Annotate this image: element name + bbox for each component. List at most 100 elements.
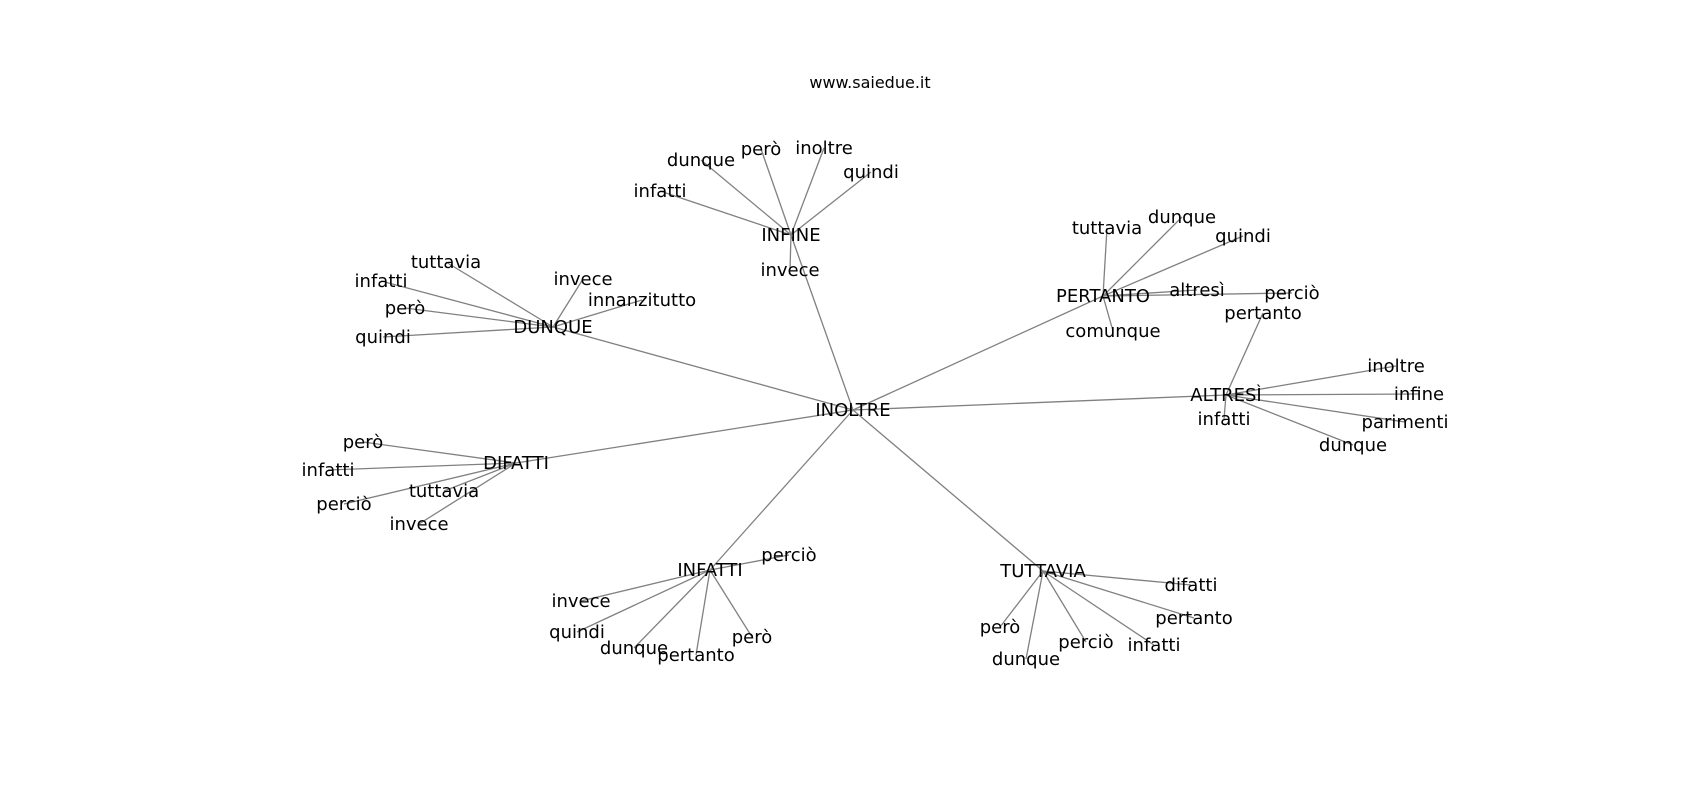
node-alt-inoltre: inoltre [1367,356,1425,377]
node-dif-percio: perciò [316,494,371,515]
node-per-tuttavia: tuttavia [1072,218,1142,239]
edge-infine_h-inf_infatti [659,190,792,236]
node-dif-pero: però [343,432,384,453]
edge-dunque_h-dun_pero [404,307,554,328]
edge-pertanto_h-per_percio [1102,292,1293,297]
node-tuttavia-h: TUTTAVIA [999,561,1086,582]
node-dif-infatti: infatti [302,460,355,481]
node-per-percio: perciò [1264,283,1319,304]
edge-infatti_h-ift_quindi [576,569,711,633]
edge-difatti_h-dif_pero [362,441,517,464]
node-per-quindi: quindi [1215,226,1271,247]
edge-infatti_h-ift_pertanto [695,569,711,656]
node-dun-invece: invece [553,269,612,290]
node-inf-dunque: dunque [667,150,735,171]
node-inoltre-c: INOLTRE [815,400,890,421]
edge-altresi_h-alt_parimenti [1225,394,1406,423]
node-ift-percio: perciò [761,545,816,566]
edge-tuttavia_h-tut_infatti [1042,570,1155,646]
edge-tuttavia_h-tut_pertanto [1042,570,1195,619]
edge-pertanto_h-per_comunque [1102,295,1114,332]
edge-difatti_h-dif_infatti [327,462,517,471]
node-pertanto-h: PERTANTO [1056,286,1150,307]
node-alt-parimenti: parimenti [1362,412,1449,433]
node-per-altresi: altresì [1169,280,1225,301]
node-ift-pertanto: pertanto [657,645,734,666]
node-tut-dunque: dunque [992,649,1060,670]
edge-pertanto_h-per_quindi [1102,235,1244,297]
node-alt-infine: infine [1394,384,1444,405]
edge-infatti_h-ift_pero [709,569,753,638]
edge-dunque_h-dun_invece [552,278,584,328]
edge-dunque_h-dun_innanzitutto [552,299,643,328]
edge-inoltre_c-altresi_h [852,394,1227,411]
edge-difatti_h-dif_percio [343,462,517,505]
edge-pertanto_h-per_tuttavia [1102,227,1108,297]
node-dun-quindi: quindi [355,327,411,348]
node-tut-infatti: infatti [1128,635,1181,656]
edge-tuttavia_h-tut_pero [999,570,1044,628]
node-tut-difatti: difatti [1165,575,1218,596]
edge-difatti_h-dif_invece [418,462,517,525]
edge-inoltre_c-difatti_h [515,409,854,464]
node-dif-invece: invece [389,514,448,535]
node-alt-pertanto: pertanto [1224,303,1301,324]
edge-inoltre_c-dunque_h [552,326,854,411]
edge-tuttavia_h-tut_dunque [1025,570,1044,660]
edge-infatti_h-ift_percio [709,554,790,571]
edge-altresi_h-alt_pertanto [1225,312,1264,396]
edge-dunque_h-dun_tuttavia [445,261,554,328]
node-dun-innanzitutto: innanzitutto [588,290,696,311]
node-infatti-h: INFATTI [677,560,742,581]
node-inf-inoltre: inoltre [795,138,853,159]
edge-altresi_h-alt_infine [1225,393,1420,396]
edge-infine_h-inf_invece [789,234,792,271]
edge-infine_h-inf_quindi [790,171,872,236]
node-ift-quindi: quindi [549,622,605,643]
node-ift-invece: invece [551,591,610,612]
edge-pertanto_h-per_dunque [1102,216,1183,297]
edges-layer [327,147,1420,660]
node-inf-invece: invece [760,260,819,281]
edge-inoltre_c-pertanto_h [852,295,1104,411]
node-alt-dunque: dunque [1319,435,1387,456]
edge-infine_h-inf_inoltre [790,147,825,236]
edge-infine_h-inf_dunque [700,159,792,236]
edge-infine_h-inf_pero [760,148,792,236]
node-ift-pero: però [732,627,773,648]
node-inf-pero: però [741,139,782,160]
node-dun-infatti: infatti [355,271,408,292]
edge-difatti_h-dif_tuttavia [443,462,517,492]
edge-infatti_h-ift_invece [580,569,711,602]
edge-dunque_h-dun_quindi [382,326,554,338]
node-tut-pero: però [980,617,1021,638]
node-difatti-h: DIFATTI [483,453,549,474]
nodes-layer: INOLTREDUNQUEINFINEPERTANTOALTRESÌDIFATT… [302,138,1449,670]
edge-altresi_h-alt_inoltre [1225,365,1397,396]
node-inf-infatti: infatti [634,181,687,202]
node-per-comunque: comunque [1065,321,1160,342]
node-dunque-h: DUNQUE [513,317,592,338]
edge-tuttavia_h-tut_difatti [1042,570,1192,586]
node-alt-infatti: infatti [1198,409,1251,430]
edge-altresi_h-alt_infatti [1223,394,1227,420]
edge-infatti_h-ift_dunque [633,569,711,649]
edge-inoltre_c-tuttavia_h [852,409,1044,572]
edge-inoltre_c-infatti_h [709,409,854,571]
edge-tuttavia_h-tut_percio [1042,570,1087,643]
node-per-dunque: dunque [1148,207,1216,228]
diagram-title: www.saiedue.it [809,73,930,92]
node-dif-tuttavia: tuttavia [409,481,479,502]
node-inf-quindi: quindi [843,162,899,183]
edge-dunque_h-dun_infatti [380,280,554,328]
edge-inoltre_c-infine_h [790,234,854,411]
edge-pertanto_h-per_altresi [1102,289,1198,297]
node-tut-pertanto: pertanto [1155,608,1232,629]
node-dun-tuttavia: tuttavia [411,252,481,273]
edge-altresi_h-alt_dunque [1225,394,1354,446]
node-tut-percio: perciò [1058,632,1113,653]
node-ift-dunque: dunque [600,638,668,659]
node-infine-h: INFINE [761,225,820,246]
node-dun-pero: però [385,298,426,319]
